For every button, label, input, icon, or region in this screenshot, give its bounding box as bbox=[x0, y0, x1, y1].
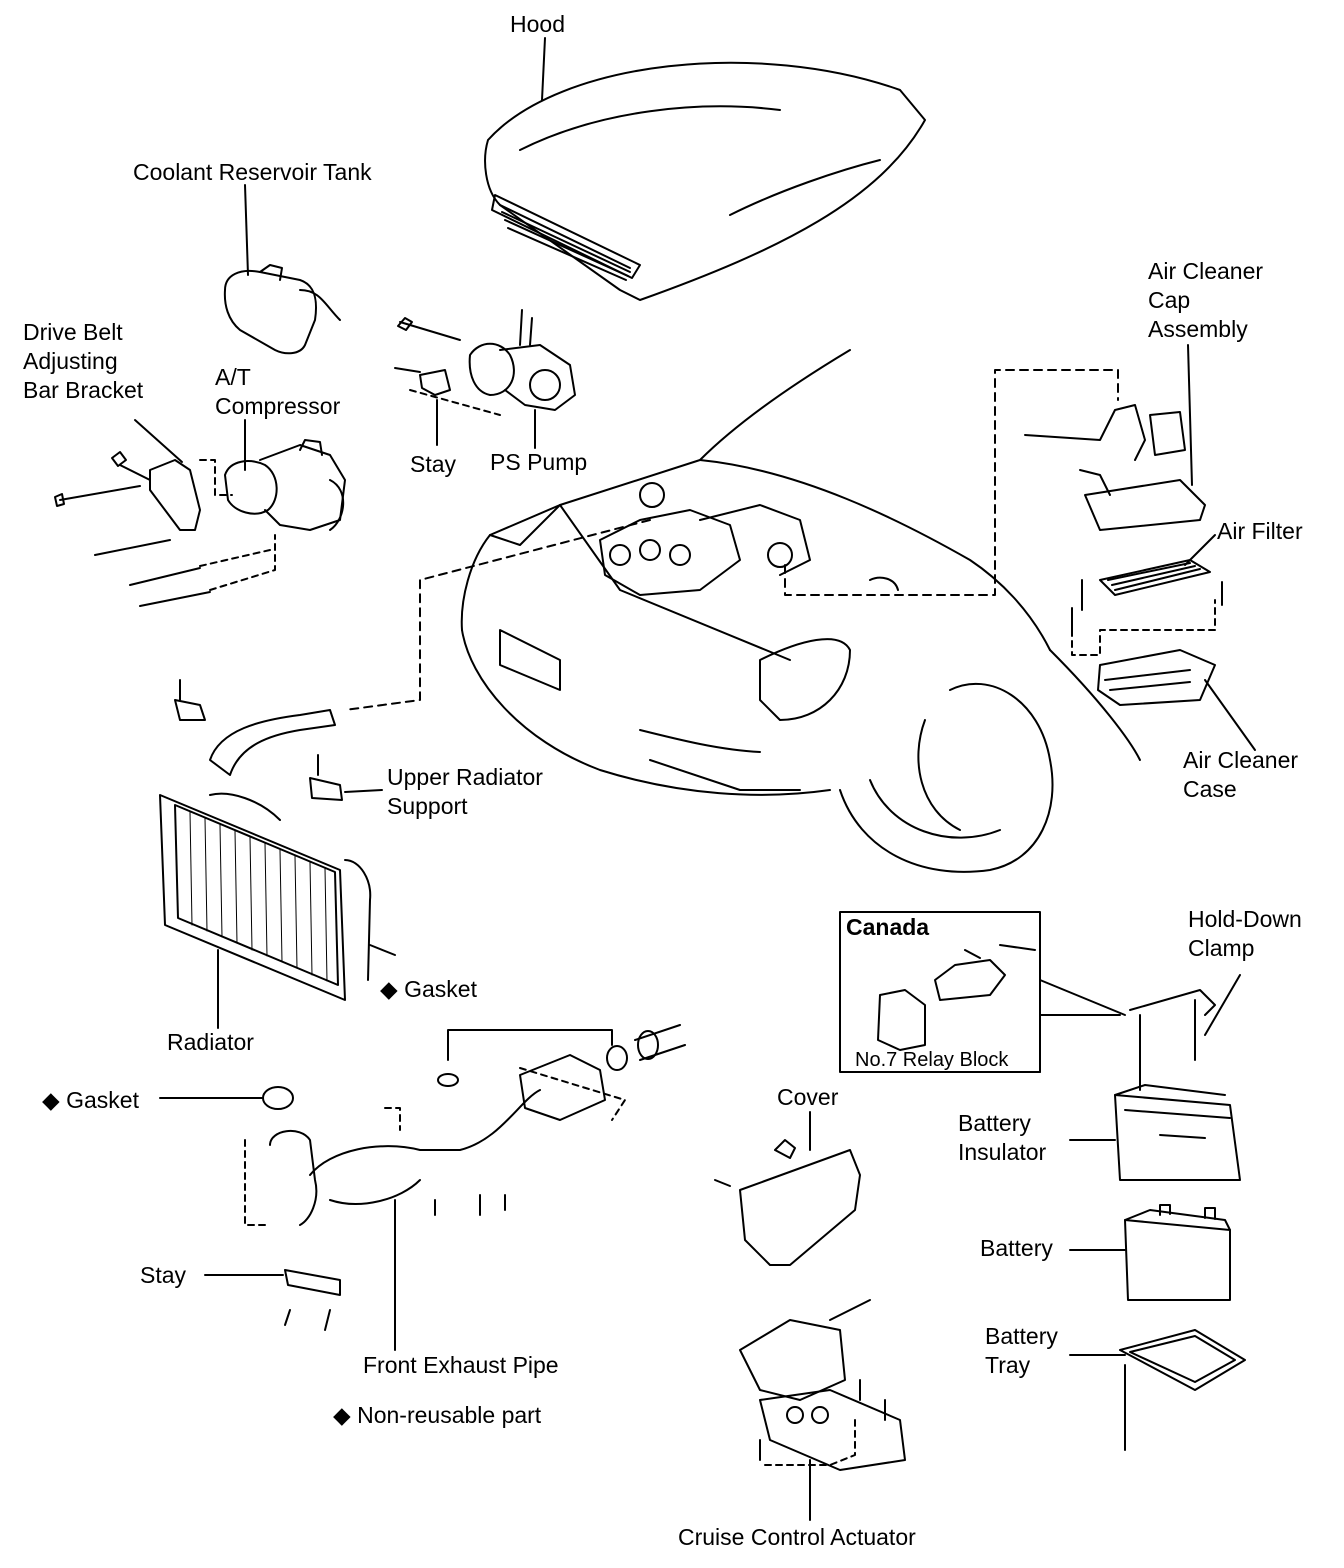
air-cleaner-drawing bbox=[1024, 344, 1256, 751]
label-cover: Cover bbox=[777, 1084, 839, 1110]
label-at-compressor-line2: Compressor bbox=[215, 393, 341, 419]
label-battery-insulator-line2: Insulator bbox=[958, 1139, 1047, 1165]
label-hold-down-line1: Hold-Down bbox=[1188, 906, 1302, 932]
label-drive-belt-line3: Bar Bracket bbox=[23, 377, 144, 403]
label-relay-block: No.7 Relay Block bbox=[855, 1049, 1009, 1071]
label-hold-down-line2: Clamp bbox=[1188, 935, 1255, 961]
canada-inset bbox=[839, 911, 1126, 1073]
label-ps-pump: PS Pump bbox=[490, 449, 588, 475]
label-hood: Hood bbox=[510, 11, 565, 37]
label-air-cleaner-case-line2: Case bbox=[1183, 776, 1237, 802]
radiator-drawing bbox=[159, 792, 396, 1029]
diamond-icon: ◆ bbox=[42, 1087, 60, 1113]
label-gasket-right: ◆ Gasket bbox=[380, 976, 477, 1002]
coolant-tank-drawing bbox=[223, 184, 341, 355]
label-at-compressor-line1: A/T bbox=[215, 364, 251, 390]
label-drive-belt-line1: Drive Belt bbox=[23, 319, 123, 345]
label-air-cleaner-cap-line2: Cap bbox=[1148, 287, 1191, 313]
diamond-icon: ◆ bbox=[380, 976, 398, 1002]
dashed-leader bbox=[784, 369, 1119, 596]
label-stay-top: Stay bbox=[410, 451, 457, 477]
hold-down-clamp-drawing bbox=[1129, 974, 1241, 1091]
label-stay-bottom: Stay bbox=[140, 1262, 187, 1288]
label-coolant-reservoir-tank: Coolant Reservoir Tank bbox=[133, 159, 372, 185]
exhaust-drawing bbox=[159, 1024, 686, 1351]
battery-tray-drawing bbox=[1069, 1329, 1246, 1451]
battery-drawing bbox=[1069, 1204, 1231, 1301]
car-body-drawing bbox=[460, 349, 1141, 873]
label-gasket-left: ◆ Gasket bbox=[42, 1087, 139, 1113]
label-drive-belt-line2: Adjusting bbox=[23, 348, 118, 374]
label-battery-insulator-line1: Battery bbox=[958, 1110, 1031, 1136]
battery-insulator-drawing bbox=[1069, 1084, 1241, 1181]
label-battery-tray-line2: Tray bbox=[985, 1352, 1031, 1378]
label-battery: Battery bbox=[980, 1235, 1053, 1261]
upper-hose-drawing bbox=[174, 679, 383, 801]
label-cruise-control-actuator: Cruise Control Actuator bbox=[678, 1524, 916, 1550]
label-canada: Canada bbox=[846, 914, 930, 940]
hood-drawing bbox=[484, 37, 926, 301]
label-front-exhaust-pipe: Front Exhaust Pipe bbox=[363, 1352, 559, 1378]
cruise-actuator-drawing bbox=[739, 1299, 906, 1521]
label-upper-radiator-line1: Upper Radiator bbox=[387, 764, 543, 790]
cover-drawing bbox=[714, 1111, 861, 1266]
label-air-cleaner-cap-line3: Assembly bbox=[1148, 316, 1248, 342]
label-non-reusable: ◆ Non-reusable part bbox=[333, 1402, 542, 1428]
diamond-icon: ◆ bbox=[333, 1402, 351, 1428]
label-battery-tray-line1: Battery bbox=[985, 1323, 1058, 1349]
label-radiator: Radiator bbox=[167, 1029, 254, 1055]
label-air-cleaner-case-line1: Air Cleaner bbox=[1183, 747, 1299, 773]
dashed-leader bbox=[344, 519, 651, 711]
compressor-drawing bbox=[54, 419, 346, 607]
label-air-filter: Air Filter bbox=[1217, 518, 1303, 544]
ps-pump-drawing bbox=[394, 309, 576, 449]
label-upper-radiator-line2: Support bbox=[387, 793, 468, 819]
label-air-cleaner-cap-line1: Air Cleaner bbox=[1148, 258, 1264, 284]
